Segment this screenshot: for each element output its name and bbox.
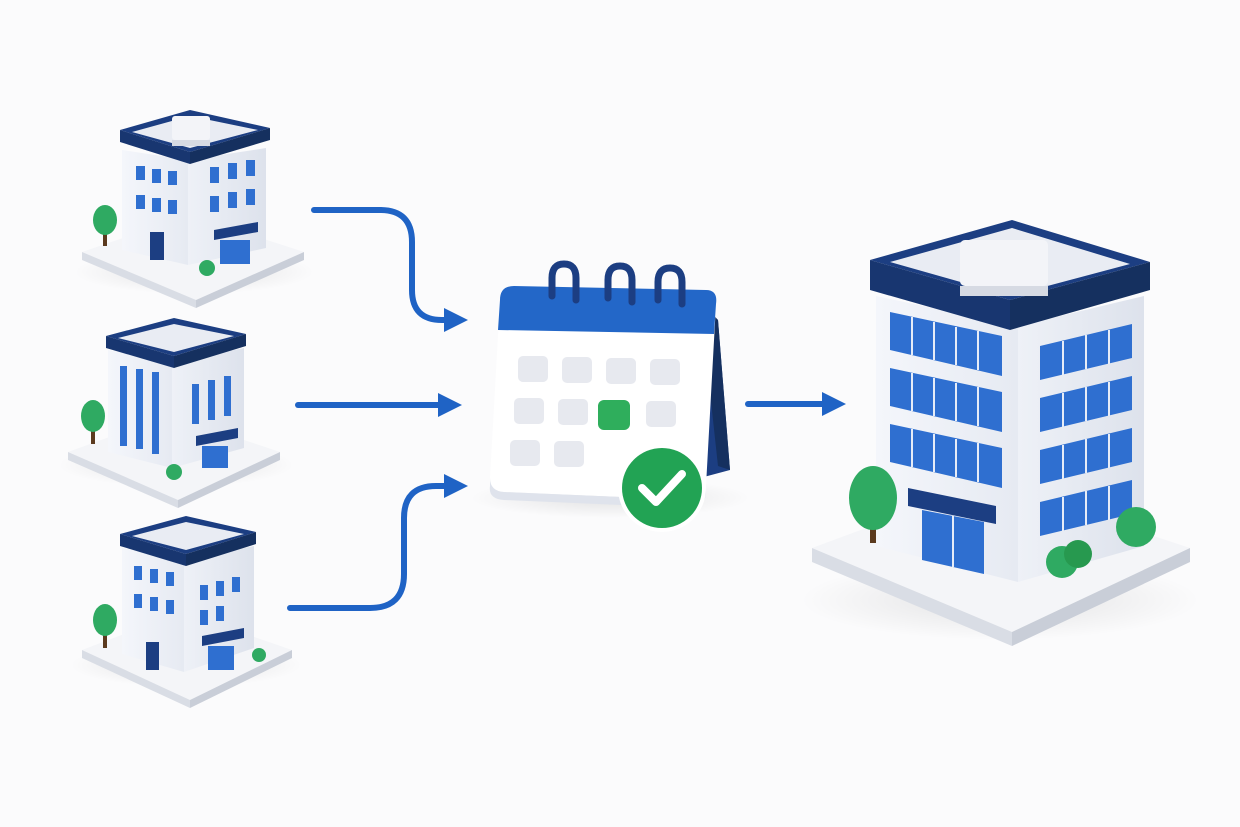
building-small-1 [74, 110, 314, 308]
arrow-building-3-to-calendar [287, 474, 468, 611]
building-small-3 [70, 516, 302, 708]
calendar-day-grid [510, 356, 680, 467]
flow-arrows [287, 207, 846, 611]
building-large [800, 220, 1200, 646]
building-small-2 [58, 318, 294, 508]
calendar-icon [470, 260, 750, 532]
arrow-building-1-to-calendar [311, 207, 468, 332]
calendar-highlight-day [598, 400, 630, 430]
checkmark-icon [618, 444, 706, 532]
